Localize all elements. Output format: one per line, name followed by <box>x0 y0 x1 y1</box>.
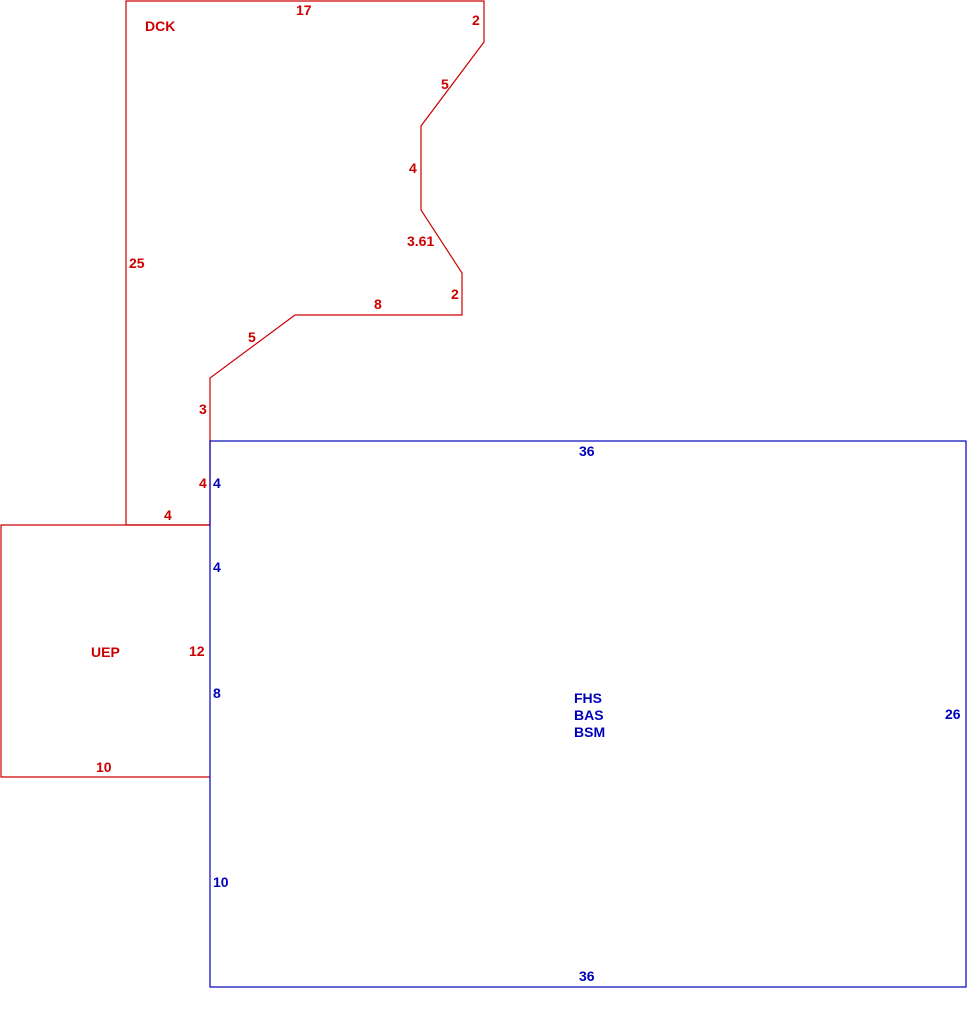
uep-label: UEP <box>91 644 120 660</box>
dck-outline <box>125 0 485 526</box>
uep-dim-right: 12 <box>189 643 205 659</box>
dck-dim-left-short: 3 <box>199 401 207 417</box>
main-label-bsm: BSM <box>574 724 605 740</box>
main-dim-left-d: 10 <box>213 874 229 890</box>
dck-dim-top: 17 <box>296 2 312 18</box>
dck-label: DCK <box>145 18 175 34</box>
dck-dim-slant-upper: 5 <box>441 76 449 92</box>
main-label-fhs: FHS <box>574 690 602 706</box>
dck-dim-right-lower: 2 <box>451 286 459 302</box>
dck-dim-inner-vertical: 4 <box>409 160 417 176</box>
dck-dim-right-top: 2 <box>472 12 480 28</box>
dck-dim-left-mid: 4 <box>199 475 207 491</box>
dck-dim-left-tall: 25 <box>129 255 145 271</box>
main-dim-left-c: 8 <box>213 685 221 701</box>
dck-dim-slant-lower: 3.61 <box>407 233 434 249</box>
main-dim-top: 36 <box>579 443 595 459</box>
main-label-bas: BAS <box>574 707 604 723</box>
uep-dim-bottom: 10 <box>96 759 112 775</box>
dck-dim-bottom: 4 <box>164 507 172 523</box>
uep-outline <box>0 524 210 778</box>
dck-dim-slant-left: 5 <box>248 329 256 345</box>
main-dim-left-b: 4 <box>213 559 221 575</box>
main-dim-bottom: 36 <box>579 968 595 984</box>
dck-dim-step: 8 <box>374 296 382 312</box>
main-outline <box>209 440 967 988</box>
main-dim-left-a: 4 <box>213 475 221 491</box>
main-dim-right: 26 <box>945 706 961 722</box>
